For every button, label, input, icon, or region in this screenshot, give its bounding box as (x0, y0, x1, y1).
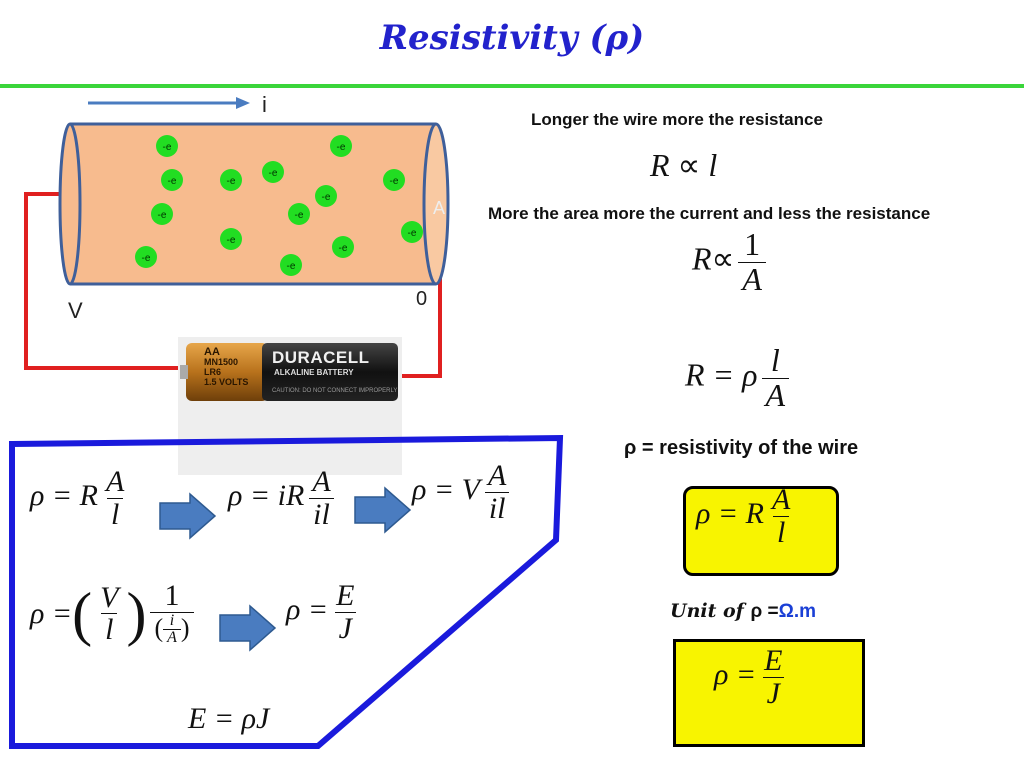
battery-caution: CAUTION: DO NOT CONNECT IMPROPERLY (272, 388, 398, 394)
electron: -e (315, 185, 337, 207)
wire-left (24, 192, 196, 370)
electron: -e (156, 135, 178, 157)
unit-prefix: Unit of (670, 600, 751, 622)
svg-text:-e: -e (269, 168, 278, 179)
conductor-cylinder (58, 122, 450, 286)
formula-E-rhoJ: E = ρJ (188, 702, 270, 735)
battery-subtitle: ALKALINE BATTERY (274, 368, 354, 377)
arrow-1 (159, 492, 217, 540)
electron: -e (220, 169, 242, 191)
electron: -e (401, 221, 423, 243)
highlight-box-rho-RA-l (683, 486, 839, 576)
battery-size: AA (204, 346, 220, 358)
svg-text:-e: -e (142, 253, 151, 264)
derivation-box-border (9, 434, 564, 749)
electron: -e (161, 169, 183, 191)
svg-text:-e: -e (227, 235, 236, 246)
battery-brand: DURACELL (272, 348, 370, 367)
svg-text:-e: -e (287, 261, 296, 272)
svg-text:-e: -e (163, 142, 172, 153)
unit-value: Ω.m (778, 601, 816, 622)
title-divider (0, 84, 1024, 88)
zero-label: 0 (416, 288, 428, 310)
svg-text:-e: -e (158, 210, 167, 221)
rho-definition: ρ = resistivity of the wire (624, 437, 859, 459)
svg-text:-e: -e (390, 176, 399, 187)
unit-line: Unit of ρ =Ω.m (670, 600, 816, 623)
battery-voltage: 1.5 VOLTS (204, 377, 249, 387)
svg-text:-e: -e (408, 228, 417, 239)
formula-R-prop-l: R ∝ l (650, 147, 718, 183)
svg-text:-e: -e (339, 243, 348, 254)
electron: -e (151, 203, 173, 225)
battery-code: LR6 (204, 367, 222, 377)
electron: -e (332, 236, 354, 258)
note-more-area: More the area more the current and less … (488, 204, 931, 223)
arrow-3 (219, 604, 277, 652)
arrow-2 (354, 486, 412, 534)
circuit-diagram: -e -e -e -e -e -e -e -e -e -e -e -e -e -e (24, 97, 450, 378)
svg-text:-e: -e (337, 142, 346, 153)
area-label: A (433, 198, 446, 218)
svg-text:-e: -e (322, 192, 331, 203)
electron: -e (383, 169, 405, 191)
current-label: i (262, 92, 267, 117)
slide-title: Resistivity (ρ) (379, 18, 645, 58)
electron: -e (330, 135, 352, 157)
note-longer-wire: Longer the wire more the resistance (531, 110, 823, 129)
svg-text:-e: -e (168, 176, 177, 187)
battery-model: MN1500 (204, 357, 239, 367)
unit-symbol: ρ = (750, 601, 779, 622)
current-arrow (88, 97, 250, 109)
electron: -e (280, 254, 302, 276)
voltage-label: V (68, 298, 83, 323)
electron: -e (220, 228, 242, 250)
electron: -e (135, 246, 157, 268)
svg-text:-e: -e (295, 210, 304, 221)
electron: -e (288, 203, 310, 225)
wire-right (396, 254, 442, 378)
svg-text:-e: -e (227, 176, 236, 187)
highlight-box-rho-EJ (673, 639, 865, 747)
electron-group: -e -e -e -e -e -e -e -e -e -e -e -e -e -e (135, 135, 423, 276)
electron: -e (262, 161, 284, 183)
battery-image (178, 337, 402, 407)
